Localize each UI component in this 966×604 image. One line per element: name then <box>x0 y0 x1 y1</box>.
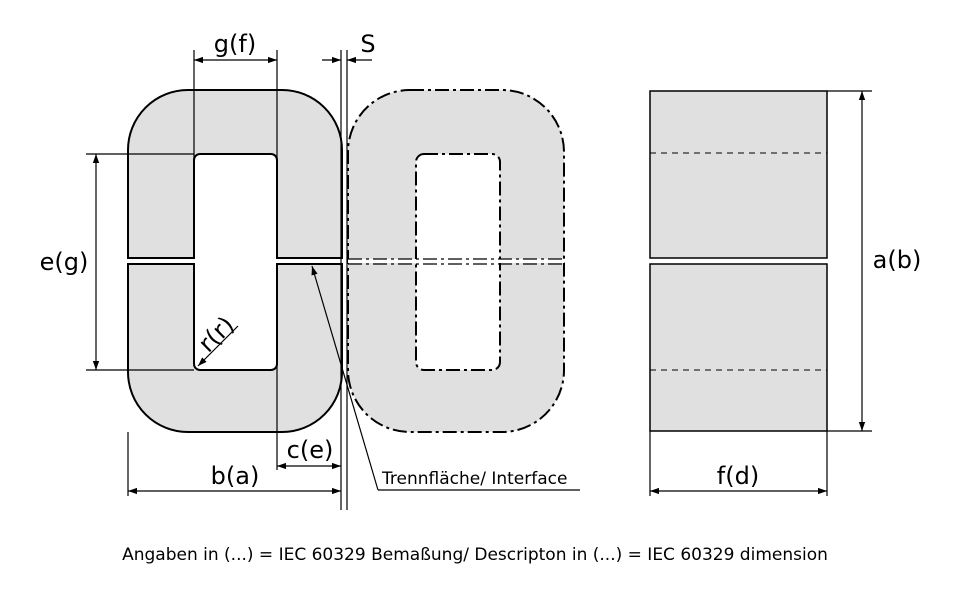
dim-r-r-line <box>197 325 239 367</box>
side-view-lower <box>649 263 828 432</box>
label-e-g: e(g) <box>40 248 89 276</box>
side-view <box>649 90 828 432</box>
label-b-a: b(a) <box>211 462 260 490</box>
label-r-r: r(r) <box>193 311 240 358</box>
extension-lines <box>86 50 348 510</box>
right-core-phantom <box>347 89 565 433</box>
label-s: S <box>360 30 375 58</box>
label-c-e: c(e) <box>287 436 334 464</box>
left-core-lower <box>127 263 343 433</box>
side-view-upper <box>649 90 828 259</box>
label-g-f: g(f) <box>214 30 256 58</box>
left-core <box>127 89 343 433</box>
label-a-b: a(b) <box>873 246 922 274</box>
left-core-upper <box>127 89 343 259</box>
caption: Angaben in (...) = IEC 60329 Bemaßung/ D… <box>122 545 828 565</box>
interface-leader-line <box>311 265 379 491</box>
label-interface: Trennfläche/ Interface <box>381 469 567 489</box>
label-f-d: f(d) <box>717 462 759 490</box>
